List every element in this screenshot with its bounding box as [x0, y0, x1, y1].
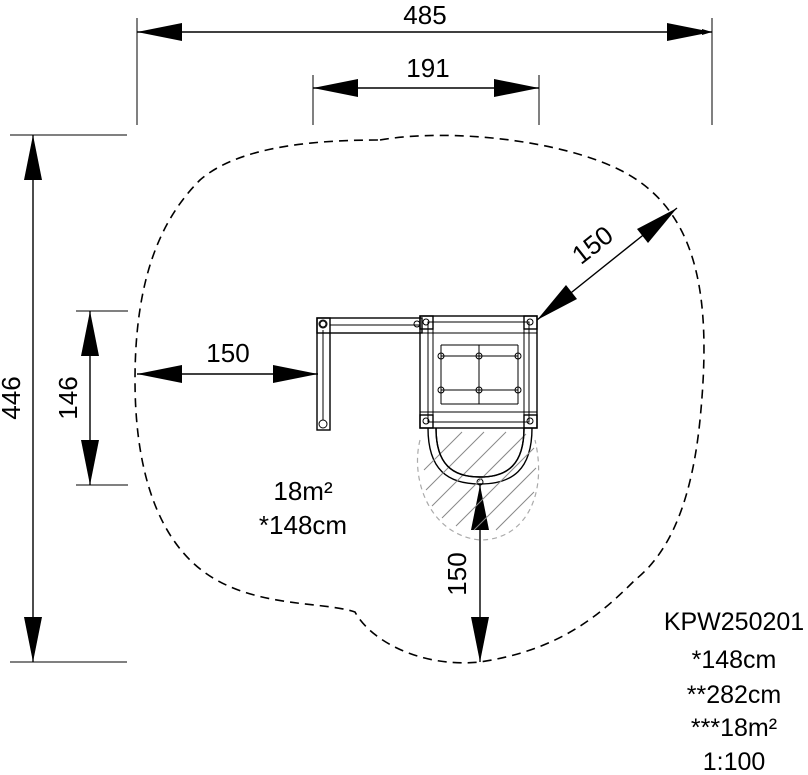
info-total-height: **282cm	[687, 681, 782, 709]
dim-label-485: 485	[403, 0, 446, 30]
safety-zone-outline	[134, 134, 705, 664]
area-fall-height-label: *148cm	[259, 510, 347, 540]
climbing-net	[437, 344, 522, 405]
dim-label-bottom-150: 150	[442, 552, 472, 595]
dimension-total-depth: 446	[0, 134, 127, 663]
dim-label-446: 446	[0, 376, 26, 419]
area-surface-label: 18m²	[273, 476, 333, 506]
dim-label-diagonal-150: 150	[566, 220, 619, 270]
dimension-side-depth: 146	[53, 310, 128, 486]
info-surface: ***18m²	[691, 714, 777, 742]
info-fall-height: *148cm	[692, 646, 777, 674]
info-scale: 1:100	[703, 748, 766, 775]
dimension-diagonal-clearance: 150	[536, 207, 678, 321]
dimension-total-width: 485	[136, 0, 713, 125]
play-equipment	[316, 315, 540, 541]
dim-label-191: 191	[406, 53, 449, 83]
info-product-code: KPW250201	[664, 608, 804, 636]
dim-label-146: 146	[53, 376, 83, 419]
dimension-left-clearance: 150	[137, 338, 318, 383]
dimension-platform-width: 191	[312, 53, 540, 125]
dimension-bottom-clearance: 150	[442, 485, 489, 662]
dim-label-left-150: 150	[206, 338, 249, 368]
